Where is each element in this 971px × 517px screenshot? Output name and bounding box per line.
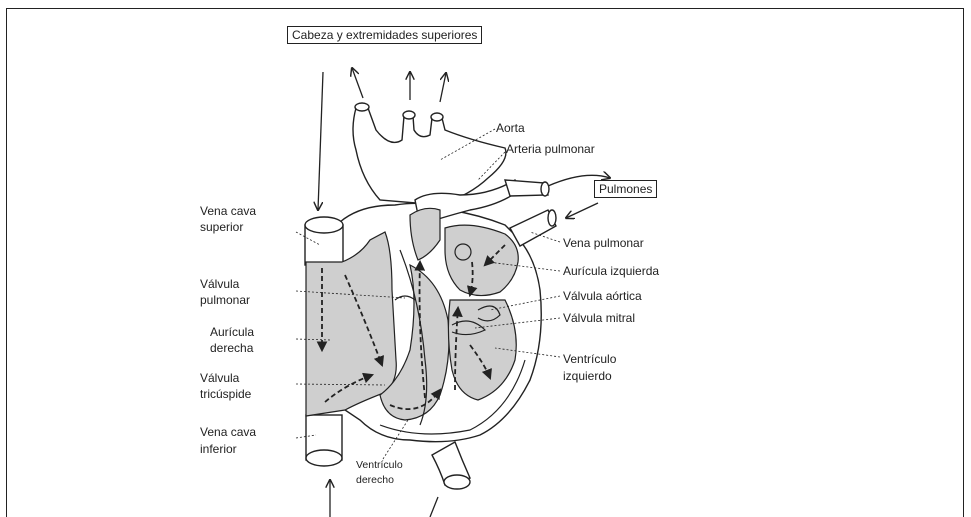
aortic-arch (353, 105, 506, 205)
label-pulmonary-vein: Vena pulmonar (563, 235, 644, 251)
flow-arrow-bottom-out (430, 497, 438, 517)
label-svc-line1: Vena cava (200, 203, 256, 219)
label-pulmonary-artery: Arteria pulmonar (506, 141, 595, 157)
label-right-atrium-line2: derecha (210, 340, 253, 356)
label-aorta: Aorta (496, 120, 525, 136)
label-right-ventricle-line2: derecho (356, 474, 394, 487)
aortic-branch-opening-1 (355, 103, 369, 111)
label-svc-line2: superior (200, 219, 243, 235)
label-left-ventricle-line2: izquierdo (563, 368, 612, 384)
label-ivc-line1: Vena cava (200, 424, 256, 440)
label-right-atrium-line1: Aurícula (210, 324, 254, 340)
label-left-atrium: Aurícula izquierda (563, 263, 659, 279)
label-ivc-line2: inferior (200, 441, 237, 457)
label-lungs: Pulmones (594, 180, 657, 198)
flow-arrow-head-to-svc (318, 72, 323, 210)
aortic-branch-opening-3 (431, 113, 443, 121)
label-aortic-valve: Válvula aórtica (563, 288, 642, 304)
svc-opening (305, 217, 343, 233)
label-left-ventricle-line1: Ventrículo (563, 351, 616, 367)
label-head: Cabeza y extremidades superiores (287, 26, 482, 44)
aortic-branch-opening-2 (403, 111, 415, 119)
label-mitral-valve: Válvula mitral (563, 310, 635, 326)
label-pulmonary-valve-line1: Válvula (200, 276, 239, 292)
flow-arrow-aorta-3 (440, 73, 446, 102)
label-right-ventricle-line1: Ventrículo (356, 459, 403, 472)
descending-aorta-opening (444, 475, 470, 489)
flow-arrow-from-lungs (566, 203, 598, 218)
label-tricuspid-line2: tricúspide (200, 386, 251, 402)
pulmonary-vein-opening (548, 210, 556, 226)
label-pulmonary-valve-line2: pulmonar (200, 292, 250, 308)
left-atrium-chamber (445, 225, 518, 295)
pulmonary-artery-opening (541, 182, 549, 196)
label-tricuspid-line1: Válvula (200, 370, 239, 386)
flow-arrow-aorta-1 (352, 68, 363, 98)
ivc-opening (306, 450, 342, 466)
